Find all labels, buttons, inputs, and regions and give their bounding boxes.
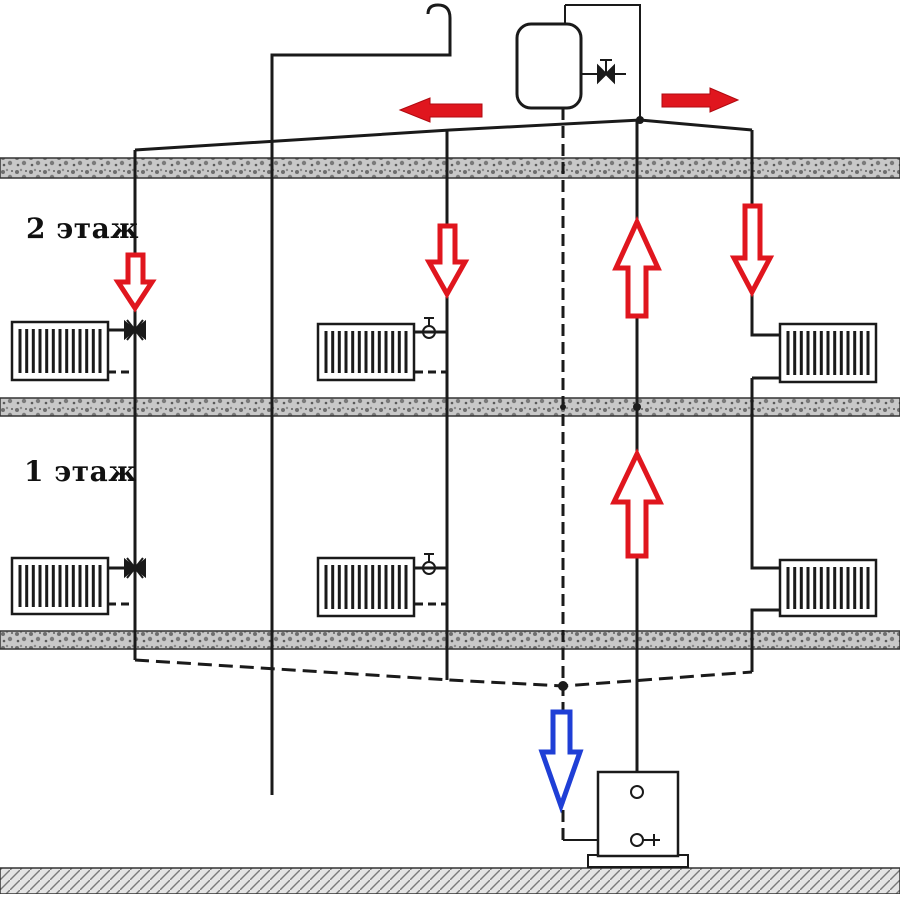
right-riser xyxy=(750,130,780,337)
junction-slab-middle-return xyxy=(560,404,566,410)
slabs xyxy=(0,157,900,895)
radiators xyxy=(10,320,878,618)
tank-overflow-pipe xyxy=(565,4,641,120)
radiator-centre-floor-2 xyxy=(316,322,416,382)
radiator-right-floor-1 xyxy=(778,558,878,618)
valve-left-2 xyxy=(124,319,146,341)
junction-slab-middle xyxy=(633,403,641,411)
boiler xyxy=(587,770,689,868)
radiator-left-floor-1 xyxy=(10,556,110,616)
flow-arrows xyxy=(113,87,775,814)
junctions xyxy=(558,116,644,691)
right-riser-lower xyxy=(750,378,780,570)
return-main xyxy=(134,658,753,688)
hot-flow-arrow-centre-down xyxy=(424,223,470,300)
right-return xyxy=(750,376,780,672)
valve-left-1 xyxy=(124,557,146,579)
junction-top xyxy=(636,116,644,124)
radiator-right-floor-2 xyxy=(778,322,878,384)
radiator-left-floor-2 xyxy=(10,320,110,382)
hot-flow-arrow-right-down xyxy=(729,203,775,298)
junction-return xyxy=(558,681,568,691)
floor-1-label: 1 этаж xyxy=(24,455,138,488)
slab-middle xyxy=(0,397,900,417)
pipes xyxy=(108,3,780,841)
vent-pipe xyxy=(270,3,452,795)
floor-2-label: 2 этаж xyxy=(26,212,140,245)
ground xyxy=(0,867,900,895)
expansion-tank xyxy=(515,22,583,110)
hot-flow-arrow-left xyxy=(398,97,483,123)
hot-flow-arrow-right xyxy=(661,87,740,113)
hot-flow-arrow-riser-up-top xyxy=(612,215,662,319)
radiator-centre-floor-1 xyxy=(316,556,416,618)
valve-centre-2 xyxy=(422,317,436,339)
slab-bottom xyxy=(0,630,900,650)
valves xyxy=(124,59,626,579)
supply-main xyxy=(134,118,753,152)
hot-flow-arrow-left-down xyxy=(113,252,157,313)
valve-tank xyxy=(581,59,626,85)
valve-centre-1 xyxy=(422,553,436,575)
cold-flow-arrow-down xyxy=(538,709,584,814)
slab-top xyxy=(0,157,900,179)
hot-flow-arrow-riser-up-bottom xyxy=(610,448,664,559)
